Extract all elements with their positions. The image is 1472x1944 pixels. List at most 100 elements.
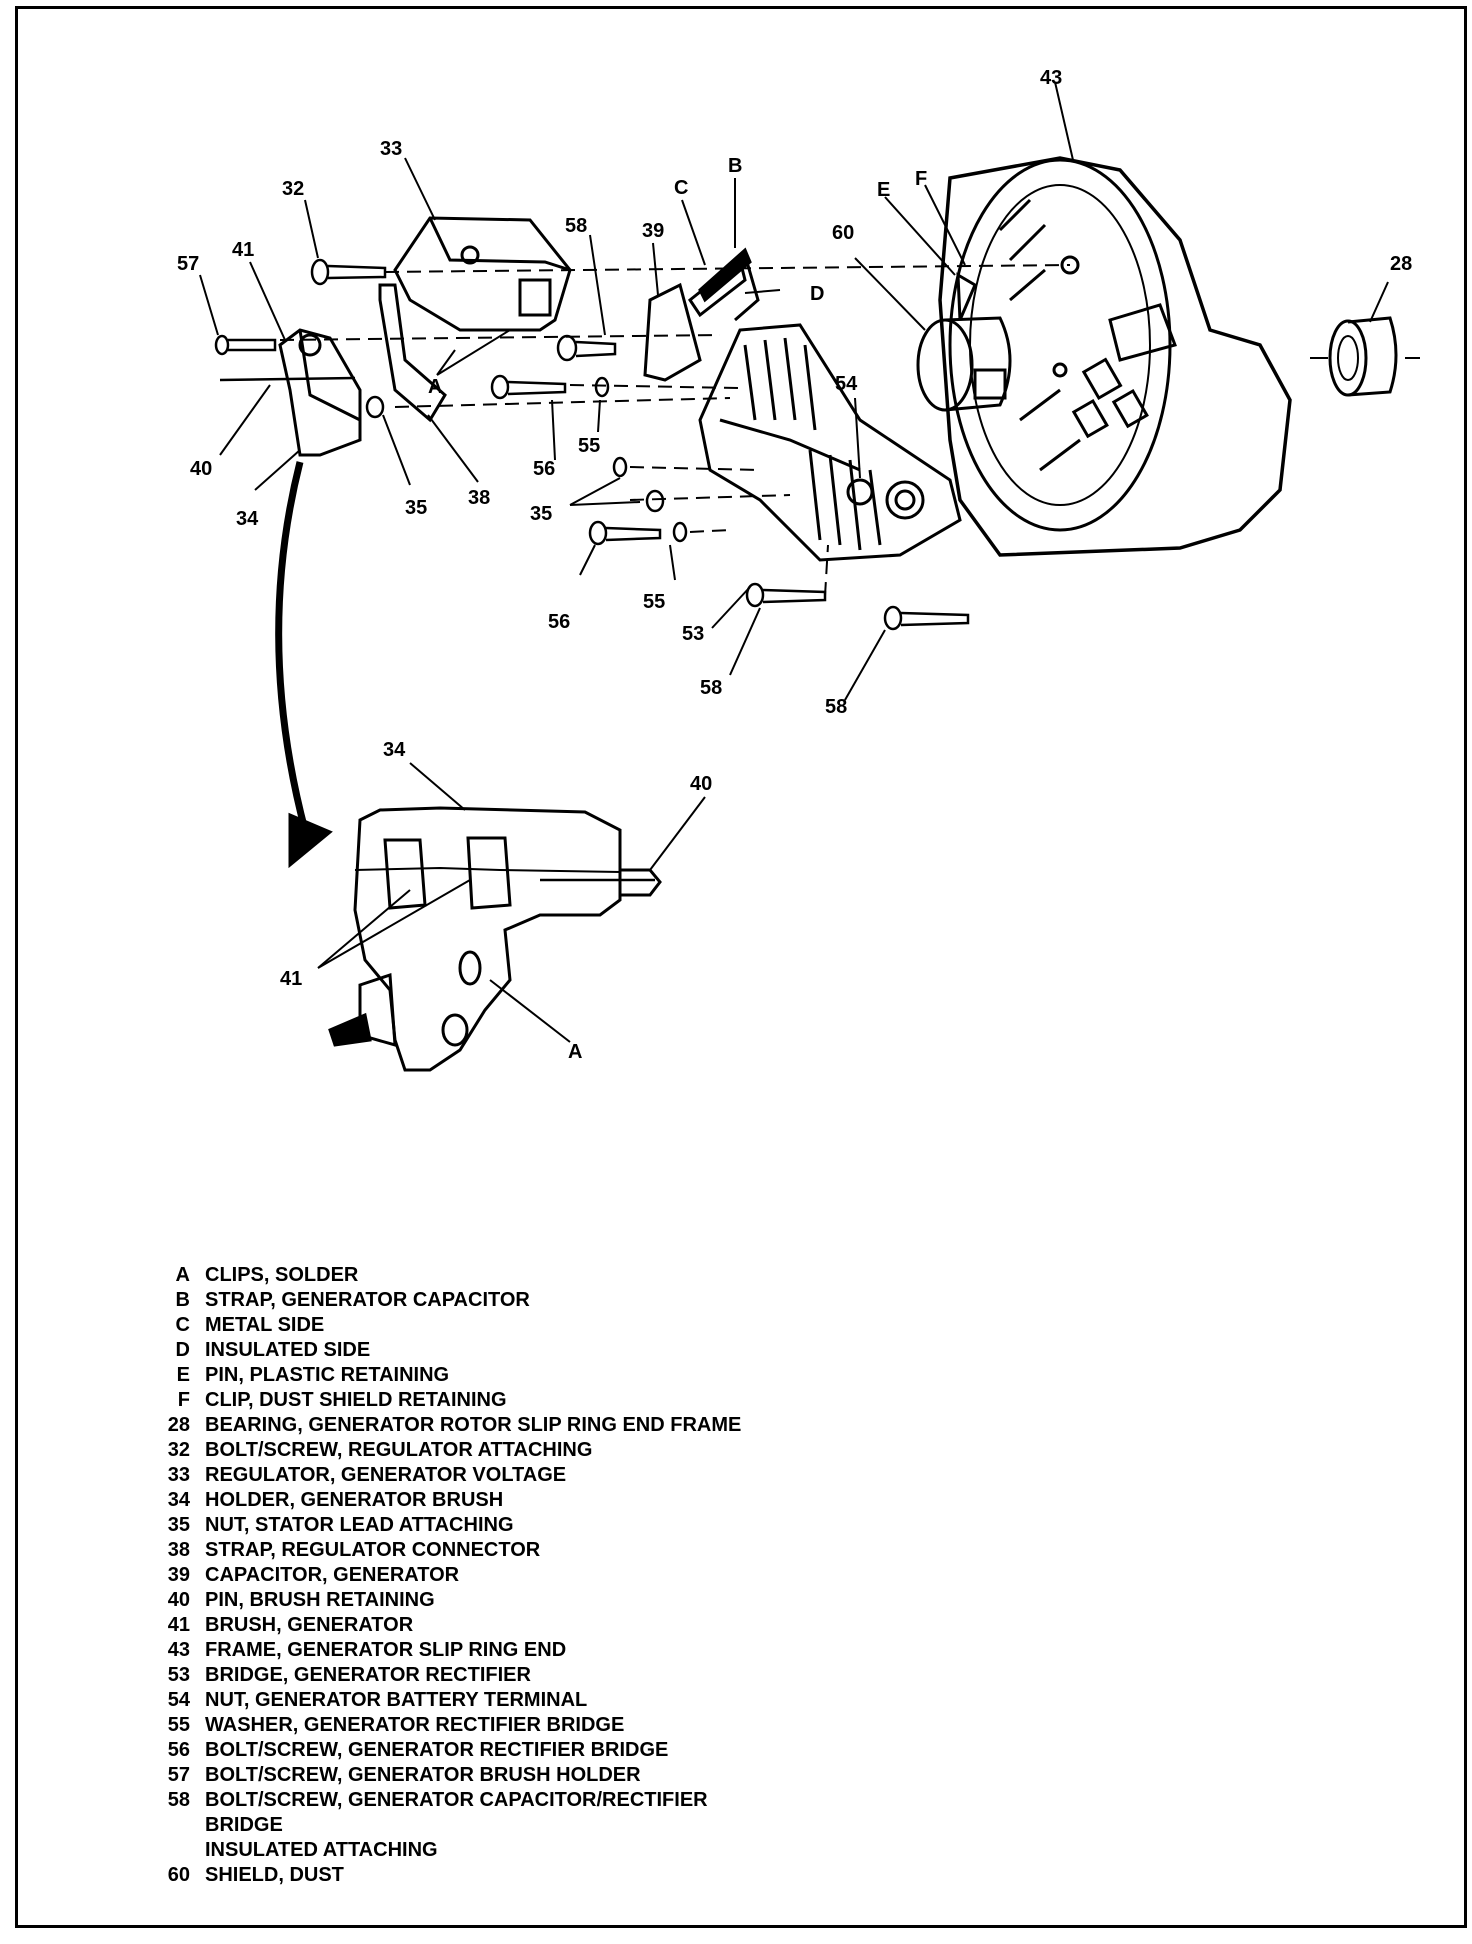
voltage-regulator [393, 216, 572, 332]
brush-retaining-pin [219, 376, 356, 382]
callout-56-upper: 56 [533, 458, 555, 480]
callout-32: 32 [282, 178, 304, 200]
legend-row: 55 WASHER, GENERATOR RECTIFIER BRIDGE [150, 1713, 1050, 1738]
legend-description: BOLT/SCREW, GENERATOR CAPACITOR/RECTIFIE… [205, 1789, 708, 1811]
callout-60: 60 [832, 222, 854, 244]
callout-F: F [915, 168, 927, 190]
legend-key: 33 [167, 1464, 190, 1486]
legend-key: 57 [167, 1764, 190, 1786]
legend-description: FRAME, GENERATOR SLIP RING END [205, 1639, 567, 1661]
legend-description: CLIP, DUST SHIELD RETAINING [205, 1389, 507, 1411]
legend-row: INSULATED ATTACHING [150, 1838, 1050, 1863]
legend-row: 34 HOLDER, GENERATOR BRUSH [150, 1488, 1050, 1513]
leader-lines [199, 81, 1389, 701]
callout-C: C [674, 177, 688, 199]
callout-58-right: 58 [825, 696, 847, 718]
callout-54: 54 [835, 373, 858, 395]
regulator-connector-strap [378, 283, 447, 423]
generator-capacitor [643, 252, 760, 382]
callout-57: 57 [177, 253, 199, 275]
callout-53: 53 [682, 623, 704, 645]
legend-description: STRAP, GENERATOR CAPACITOR [205, 1289, 530, 1311]
callout-40-top: 40 [190, 458, 212, 480]
detail-leader-lines [317, 762, 706, 1043]
legend-key: 41 [167, 1614, 190, 1636]
legend-row: A CLIPS, SOLDER [150, 1263, 1050, 1288]
detail-arrow [275, 461, 333, 869]
legend-key: 56 [167, 1739, 190, 1761]
legend-description: BOLT/SCREW, GENERATOR RECTIFIER BRIDGE [205, 1739, 669, 1761]
brush-holder [278, 328, 362, 457]
brush-holder-detail [328, 806, 662, 1072]
callout-56-lower: 56 [548, 611, 570, 633]
legend-description: BOLT/SCREW, REGULATOR ATTACHING [205, 1439, 593, 1461]
callout-55-upper: 55 [578, 435, 600, 457]
legend-row: F CLIP, DUST SHIELD RETAINING [150, 1388, 1050, 1413]
legend-key: 34 [167, 1489, 190, 1511]
callout-39: 39 [642, 220, 664, 242]
legend-key: 38 [167, 1539, 190, 1561]
alignment-lines [279, 264, 1071, 597]
legend-description: HOLDER, GENERATOR BRUSH [205, 1489, 504, 1511]
legend-key: B [175, 1289, 190, 1311]
legend-description: INSULATED SIDE [205, 1339, 371, 1361]
legend-row: 32 BOLT/SCREW, REGULATOR ATTACHING [150, 1438, 1050, 1463]
callout-41-detail: 41 [280, 968, 302, 990]
parts-legend: A CLIPS, SOLDER B STRAP, GENERATOR CAPACITO… [150, 1263, 1050, 1888]
legend-key: 39 [167, 1564, 190, 1586]
callout-34-detail: 34 [383, 739, 406, 761]
legend-description: WASHER, GENERATOR RECTIFIER BRIDGE [205, 1714, 625, 1736]
legend-description: REGULATOR, GENERATOR VOLTAGE [205, 1464, 567, 1486]
rotor-bearing [1310, 316, 1420, 397]
callout-28: 28 [1390, 253, 1412, 275]
legend-key [150, 1838, 205, 1863]
legend-key: A [175, 1264, 190, 1286]
callout-D: D [810, 283, 824, 305]
callout-35-center: 35 [530, 503, 552, 525]
legend-description: CLIPS, SOLDER [205, 1264, 359, 1286]
legend-key: 28 [167, 1414, 190, 1436]
callout-43: 43 [1040, 67, 1062, 89]
page-border [15, 6, 1467, 1928]
callout-E: E [877, 179, 890, 201]
legend-description: METAL SIDE [205, 1314, 325, 1336]
legend-key [150, 1813, 205, 1838]
callout-55-lower: 55 [643, 591, 665, 613]
callout-35-left: 35 [405, 497, 427, 519]
callout-34-top: 34 [236, 508, 259, 530]
legend-description: PIN, BRUSH RETAINING [205, 1589, 435, 1611]
legend-description: STRAP, REGULATOR CONNECTOR [205, 1539, 541, 1561]
legend-key: 53 [167, 1664, 190, 1686]
legend-key: 58 [167, 1789, 190, 1811]
legend-row: 56 BOLT/SCREW, GENERATOR RECTIFIER BRIDGE [150, 1738, 1050, 1763]
legend-key: 35 [167, 1514, 190, 1536]
legend-key: 55 [167, 1714, 190, 1736]
legend-row: 33 REGULATOR, GENERATOR VOLTAGE [150, 1463, 1050, 1488]
legend-key: 32 [167, 1439, 190, 1461]
legend-description: NUT, GENERATOR BATTERY TERMINAL [205, 1689, 588, 1711]
legend-description: CAPACITOR, GENERATOR [205, 1564, 460, 1586]
callout-33: 33 [380, 138, 402, 160]
legend-row: BRIDGE [150, 1813, 1050, 1838]
legend-key: E [176, 1364, 190, 1386]
callout-41: 41 [232, 239, 254, 261]
legend-key: 40 [167, 1589, 190, 1611]
callout-A-top: A [428, 376, 442, 398]
callout-38: 38 [468, 487, 490, 509]
capacitor-strap [698, 247, 752, 303]
legend-key: F [177, 1389, 190, 1411]
legend-description: BEARING, GENERATOR ROTOR SLIP RING END F… [205, 1414, 742, 1436]
callout-A-detail: A [568, 1041, 582, 1063]
legend-row: C METAL SIDE [150, 1313, 1050, 1338]
legend-key: C [175, 1314, 190, 1336]
callout-58-top: 58 [565, 215, 587, 237]
